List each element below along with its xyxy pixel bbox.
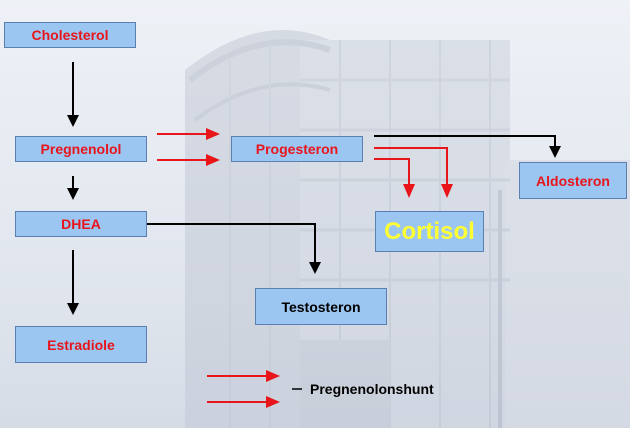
node-cortisol: Cortisol	[375, 211, 484, 252]
arrow-progesteron-to-cortisol-left	[374, 158, 415, 198]
arrow-progesteron-to-cortisol-right	[374, 147, 453, 198]
node-progesteron: Progesteron	[231, 136, 363, 162]
node-pregnenolol: Pregnenolol	[15, 136, 147, 162]
arrow-progesteron-to-aldosteron	[374, 135, 561, 158]
arrow-dhea-to-testosteron	[147, 223, 321, 274]
node-testosteron: Testosteron	[255, 288, 387, 325]
node-aldosteron: Aldosteron	[519, 162, 627, 199]
legend-label: Pregnenolonshunt	[310, 381, 434, 397]
node-cholesterol: Cholesterol	[4, 22, 136, 48]
node-dhea: DHEA	[15, 211, 147, 237]
node-estradiole: Estradiole	[15, 326, 147, 363]
